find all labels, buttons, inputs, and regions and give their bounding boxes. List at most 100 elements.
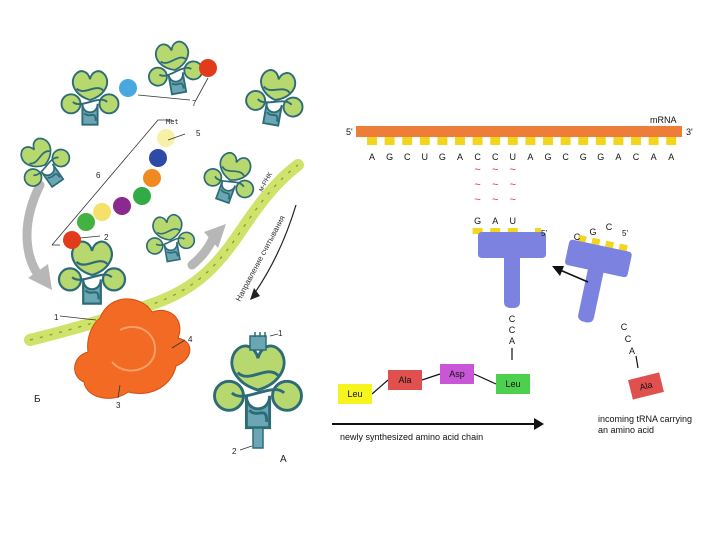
anticodon-tab [472, 228, 483, 234]
amino-acid-box [496, 374, 530, 394]
trna-incoming-cca: CCA [621, 322, 635, 356]
incoming-cca-letter: C [621, 322, 628, 332]
left-illustration: Met 5 6 7 2 1 4 3 Б м-РНК Направление сч… [8, 37, 310, 465]
label-a-1: 1 [278, 329, 283, 338]
incoming-anticodon-letter: C [606, 222, 613, 232]
amino-acid-bead [143, 169, 161, 187]
anticodon-tab [507, 228, 518, 234]
codon-letter: C [633, 152, 640, 162]
incoming-amino-acid: Ala [628, 372, 664, 400]
amino-acid-box [388, 370, 422, 390]
anticodon-tab [490, 228, 501, 234]
pairing-mark: ~ [474, 194, 480, 206]
anticodon-letter: A [492, 216, 498, 226]
peptide-chain [63, 129, 175, 249]
amino-acid-bead [149, 149, 167, 167]
cycle-arrow-left [22, 180, 47, 285]
codon-letter: C [492, 152, 499, 162]
trna-bound-body [478, 232, 546, 308]
codon-tab [384, 137, 395, 145]
codon-tab [507, 137, 518, 145]
label-a: А [280, 454, 287, 465]
pairing-mark: ~ [510, 164, 516, 176]
codon-letter: G [597, 152, 604, 162]
peptide-bond [371, 379, 389, 395]
peptide-bond [421, 373, 441, 381]
incoming-cca-letter: C [625, 334, 632, 344]
amino-acid-bead [133, 187, 151, 205]
incoming-anticodon-tab [618, 243, 628, 252]
label-7: 7 [192, 99, 197, 108]
amino-acid-bead [93, 203, 111, 221]
codon-letter: A [527, 152, 533, 162]
incoming-caption-2: an amino acid [598, 425, 654, 435]
mrna-3prime: 3' [686, 127, 693, 137]
mrna-bar [356, 126, 682, 137]
trna-incoming-5prime: 5' [622, 229, 628, 238]
amino-acid-label: Leu [347, 389, 362, 399]
incoming-cca-letter: A [629, 346, 635, 356]
mrna-5prime: 5' [346, 127, 353, 137]
codon-letter: C [562, 152, 569, 162]
codon-tab [490, 137, 501, 145]
codon-tab [666, 137, 677, 145]
label-met: Met [166, 118, 179, 126]
reading-direction-arrow [253, 204, 297, 295]
cca-letter: C [509, 314, 516, 324]
label-a-2: 2 [232, 447, 237, 456]
codon-tab [472, 137, 483, 145]
codon-letter: A [651, 152, 657, 162]
amino-acid-box [440, 364, 474, 384]
codon-tab [525, 137, 536, 145]
codon-letter: A [457, 152, 463, 162]
mrna-strand [24, 159, 304, 346]
trna-bound-5prime: 5' [541, 229, 547, 238]
codon-letter: G [580, 152, 587, 162]
codon-letter: G [439, 152, 446, 162]
codon-letter: A [615, 152, 621, 162]
pairing-mark: ~ [492, 179, 498, 191]
label-2: 2 [104, 233, 109, 242]
codon-tabs [367, 137, 677, 145]
codon-letter: G [386, 152, 393, 162]
panel-a-trna [213, 332, 303, 449]
bead-7a [119, 79, 137, 97]
trna-bound-cca: CCA [509, 314, 516, 346]
codon-tab [455, 137, 465, 145]
codon-tab [402, 137, 413, 145]
approach-arrow [559, 269, 589, 283]
mrna-label: mRNA [650, 115, 677, 125]
peptide-bond [473, 373, 497, 385]
codon-letter: G [544, 152, 551, 162]
pairing-marks: ~~~~~~~~~ [474, 164, 516, 206]
pairing-mark: ~ [492, 194, 498, 206]
cycle-arrow-right-head [204, 224, 226, 248]
label-5: 5 [196, 129, 201, 138]
pairing-mark: ~ [492, 164, 498, 176]
codon-tab [437, 137, 448, 145]
cycle-arrow-left-head [28, 264, 52, 290]
pairing-mark: ~ [510, 179, 516, 191]
amino-acid-label: Ala [398, 375, 411, 385]
trna-incoming-body [565, 239, 632, 323]
ribosome [74, 298, 191, 399]
pairing-mark: ~ [510, 194, 516, 206]
chain-caption: newly synthesized amino acid chain [340, 432, 483, 442]
incoming-anticodon-tab [577, 234, 587, 243]
codon-tab [595, 137, 606, 145]
amino-acid-bead [157, 129, 175, 147]
anticodon-tab [535, 228, 541, 234]
codon-tab [631, 137, 641, 145]
label-4: 4 [188, 335, 193, 344]
incoming-anticodon-tab [591, 237, 601, 246]
label-b: Б [34, 394, 41, 405]
label-6: 6 [96, 171, 101, 180]
codon-tab [560, 137, 571, 145]
incoming-anticodon-letter: C [574, 232, 581, 242]
amino-acid-bead [63, 231, 81, 249]
